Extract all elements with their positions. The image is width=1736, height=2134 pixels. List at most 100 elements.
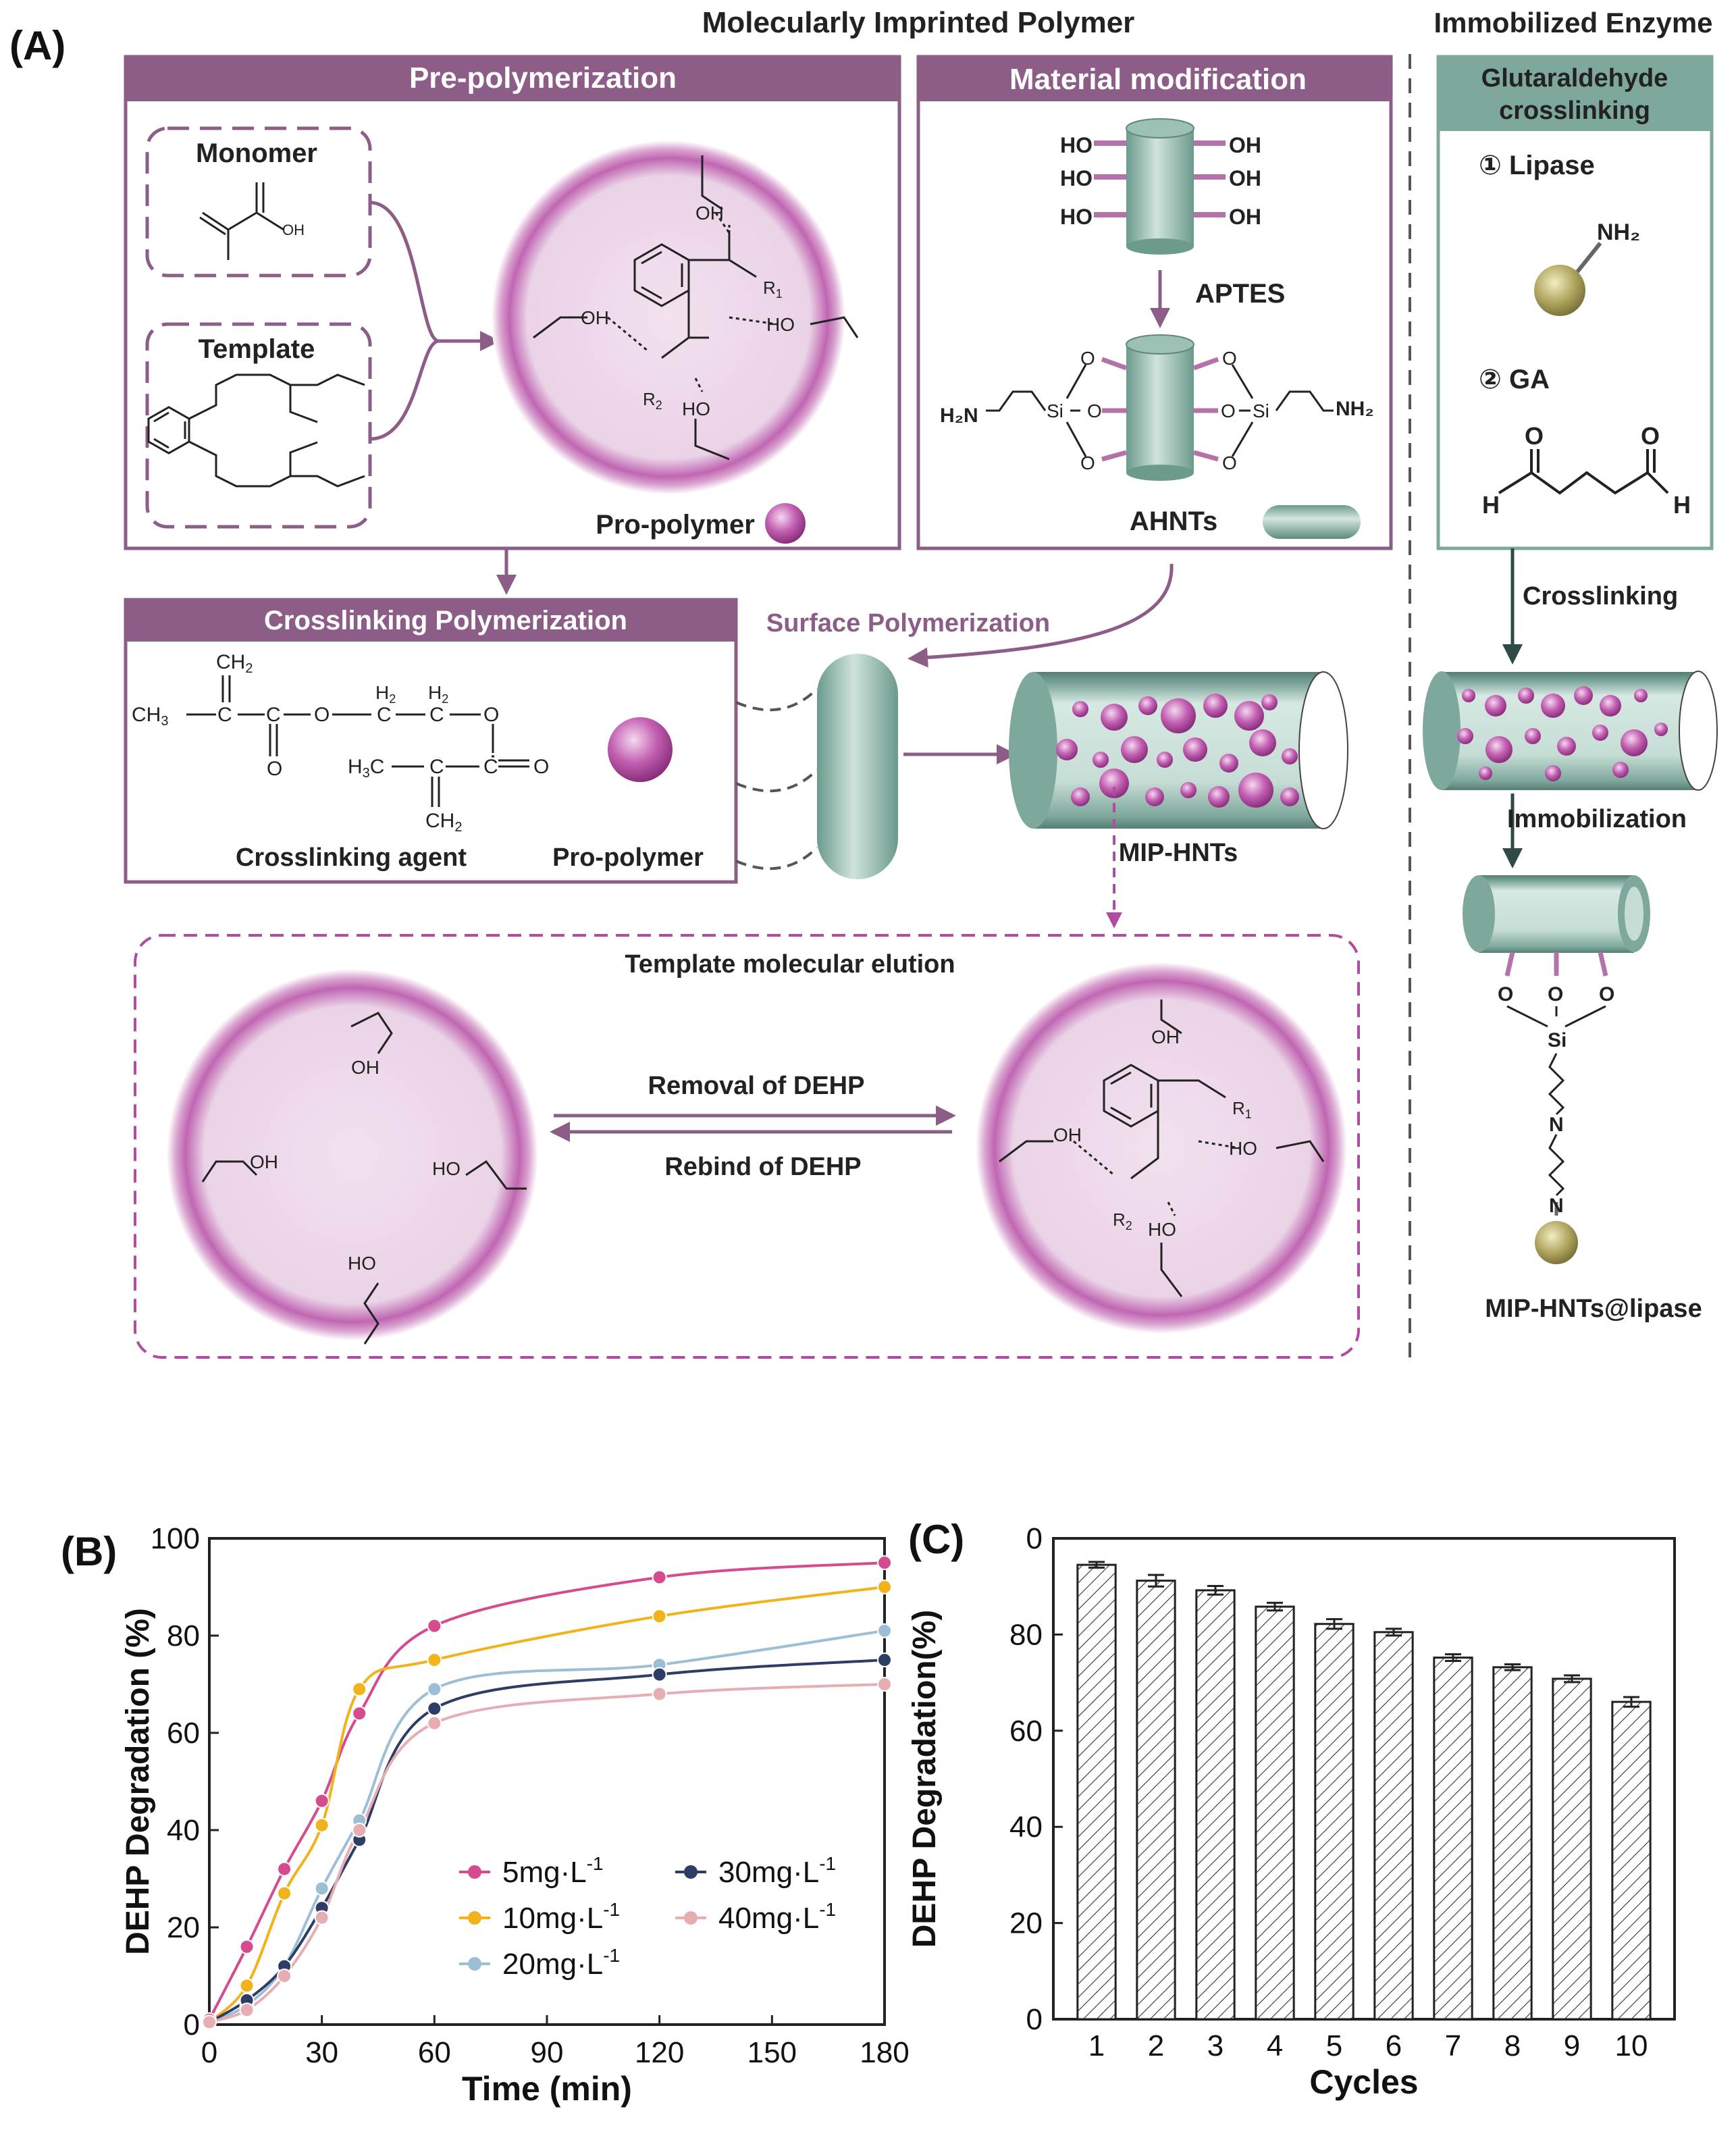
arrow-ahnt-to-surface [908, 563, 1174, 668]
monomer-structure [199, 182, 284, 260]
enzyme-mip-tube-icon [1423, 671, 1718, 791]
x-tick-label: 8 [1504, 2029, 1521, 2062]
xlink-c6: C [483, 756, 498, 778]
bar-cycle-4 [1255, 1605, 1295, 2021]
propolymer-ball-icon [765, 503, 806, 544]
y-tick-label: 40 [1009, 1811, 1043, 1844]
x-tick-label: 7 [1445, 2029, 1461, 2062]
y-tick-label: 80 [1009, 1618, 1043, 1651]
propolymer-label: Pro-polymer [596, 510, 755, 540]
xlink-o-dbl: O [267, 758, 282, 780]
data-point-series-5 [239, 2002, 255, 2018]
data-point-series-5 [877, 1677, 892, 1692]
panel-b-label: (B) [61, 1529, 117, 1574]
hnt-oh-1: OH [1229, 133, 1261, 157]
prepolymerization-box: Pre-polymerization Monomer OH Template [124, 55, 901, 550]
hnt-oh-2: OH [1229, 166, 1261, 190]
rebound-r1: R1 [1232, 1098, 1252, 1121]
cavity-ho-2: HO [348, 1253, 376, 1274]
legend-swatch-point [468, 1865, 481, 1879]
removal-label: Removal of DEHP [648, 1072, 865, 1100]
propolymer-complex-structure [533, 155, 859, 461]
bar-cycle-3 [1195, 1589, 1236, 2021]
complex-r2: R2 [643, 389, 662, 412]
ahnt-o-3: O [1080, 452, 1095, 473]
bar-cycle-5 [1314, 1623, 1354, 2021]
crosslinking-agent-label: Crosslinking agent [236, 843, 467, 872]
legend-label: 5mg·L-1 [502, 1853, 604, 1889]
data-point-series-4 [427, 1701, 442, 1716]
mip-hnts-label: MIP-HNTs [1119, 839, 1238, 867]
legend-swatch-point [468, 1911, 481, 1925]
y-tick-label: 20 [1009, 1907, 1043, 1940]
crosslinking-box: Crosslinking Polymerization CH2 CH3 C C … [124, 598, 738, 884]
data-point-series-2 [277, 1885, 292, 1901]
data-point-series-2 [877, 1580, 892, 1594]
ahnt-nh2: NH₂ [1336, 398, 1374, 420]
rebound-ho-right: HO [1229, 1138, 1257, 1159]
xlink-ch2-top: CH2 [216, 651, 253, 676]
ahnt-o-6: O [1222, 452, 1237, 473]
imprinted-cavity-circle [167, 969, 538, 1341]
rebind-label: Rebind of DEHP [664, 1153, 861, 1181]
y-tick-label: 100 [151, 1522, 200, 1555]
data-point-series-2 [427, 1652, 442, 1667]
final-product-label: MIP-HNTs@lipase [1485, 1295, 1702, 1323]
ga-h-right: H [1673, 491, 1691, 519]
ahnt-si-left: Si [1047, 400, 1063, 421]
cavity-oh-2: OH [250, 1151, 278, 1172]
panel-a-label: (A) [9, 23, 65, 68]
ga-h-left: H [1482, 491, 1500, 519]
aptes-label: APTES [1195, 279, 1285, 309]
data-point-series-5 [352, 1823, 367, 1838]
ahnt-capsule-icon [1263, 505, 1361, 539]
ahnt-si-right: Si [1253, 400, 1269, 421]
xlink-c4: C [429, 704, 444, 726]
x-tick-label: 120 [635, 2036, 684, 2069]
legend-swatch-point [684, 1865, 698, 1879]
data-point-series-3 [314, 1881, 330, 1896]
rebound-complex-circle [976, 962, 1347, 1334]
x-tick-label: 2 [1148, 2029, 1164, 2062]
data-point-series-1 [314, 1793, 330, 1808]
hnt-cylinder-icon [1126, 128, 1194, 246]
xlink-h2-a: H2 [375, 682, 396, 706]
xlink-c2: C [266, 704, 281, 726]
complex-oh-left: OH [581, 307, 609, 328]
ga-label: ② GA [1479, 365, 1550, 394]
y-tick-label: 80 [167, 1619, 200, 1652]
rebound-oh-left: OH [1053, 1124, 1082, 1145]
construct-o-2: O [1548, 983, 1563, 1006]
enzyme-header-1: Glutaraldehyde [1481, 64, 1668, 93]
ahnts-label: AHNTs [1130, 506, 1217, 536]
construct-o-3: O [1599, 983, 1614, 1006]
complex-ho-bottom: HO [682, 398, 710, 419]
immobilized-lipase-construct: O O O Si N N [1463, 875, 1650, 1264]
chart-c-xlabel: Cycles [1309, 2063, 1418, 2101]
chart-c: (C) Cycles DEHP Degradation(%) 020406080… [907, 1517, 1676, 2101]
cavity-ho-1: HO [432, 1158, 461, 1179]
xlink-c3: C [377, 704, 392, 726]
monomer-label: Monomer [196, 138, 317, 168]
data-point-series-1 [652, 1569, 667, 1585]
legend-label: 40mg·L-1 [718, 1899, 836, 1935]
chart-c-ylabel: DEHP Degradation(%) [907, 1610, 943, 1948]
data-point-series-5 [277, 1969, 292, 1983]
data-point-series-5 [652, 1686, 667, 1702]
legend-swatch-point [684, 1911, 698, 1925]
data-point-series-5 [314, 1910, 330, 1925]
chart-b-xlabel: Time (min) [462, 2070, 632, 2108]
template-structure [147, 373, 365, 488]
data-point-series-2 [352, 1682, 367, 1697]
template-label: Template [199, 334, 315, 364]
xlink-o-ether2: O [483, 704, 499, 726]
data-point-series-4 [877, 1652, 892, 1667]
data-point-series-3 [427, 1682, 442, 1697]
data-point-series-5 [427, 1715, 442, 1731]
data-point-series-4 [652, 1667, 667, 1682]
elution-box: Template molecular elution OH OH HO HO R… [134, 934, 1360, 1359]
data-point-series-1 [877, 1555, 892, 1570]
data-point-series-3 [877, 1623, 892, 1638]
y-tick-label-top: 0 [1026, 1522, 1043, 1555]
